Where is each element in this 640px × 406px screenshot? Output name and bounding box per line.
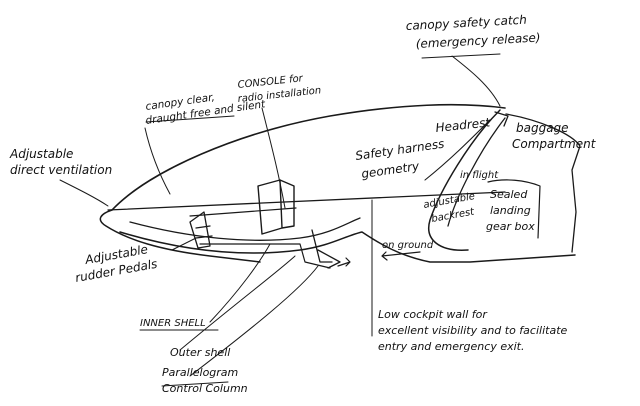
leader-parallelogram (189, 265, 319, 377)
label-canopy-catch-2: (emergency release) (415, 30, 540, 51)
gear-box (487, 179, 541, 239)
label-sealed-2: landing (490, 204, 531, 217)
outer-shell-line (119, 231, 576, 263)
leader-catch (451, 55, 501, 107)
label-parallelogram-2: Control Column (162, 382, 248, 395)
label-sealed-3: gear box (486, 220, 535, 233)
panel-top (189, 207, 297, 217)
underline-clear (145, 115, 235, 123)
control-column-shape (311, 229, 341, 269)
label-adjustable-backrest-2: backrest (431, 206, 476, 225)
canopy-outline (111, 103, 506, 211)
seat-curve (428, 109, 501, 251)
backrest-curve (447, 117, 506, 227)
label-baggage: baggage (516, 121, 569, 135)
ground-arrow (381, 251, 421, 261)
label-headrest: Headrest (435, 115, 492, 135)
inner-shell-line (129, 217, 361, 241)
headrest-mark (494, 111, 509, 127)
label-safety-harness-2: geometry (360, 159, 420, 181)
label-canopy-catch: canopy safety catch (405, 13, 527, 33)
label-on-ground: on ground (382, 240, 434, 251)
canopy-frame-line (107, 191, 506, 211)
label-safety-harness: Safety harness (354, 137, 445, 163)
label-low-cockpit-wall-3: entry and emergency exit. (378, 340, 524, 353)
label-outer-shell: Outer shell (170, 346, 230, 359)
label-adjustable-vent-2: direct ventilation (10, 163, 112, 177)
leader-rudder (171, 237, 197, 251)
harness-line (424, 119, 491, 181)
label-in-flight: in flight (460, 170, 499, 181)
leader-vent (59, 179, 109, 207)
label-low-cockpit-wall: Low cockpit wall for (378, 308, 488, 321)
radio-console-box (257, 179, 295, 235)
underline-parallelogram (161, 381, 229, 387)
label-sealed: Sealed (490, 188, 528, 201)
leader-inner-shell (209, 243, 271, 323)
baggage-box (505, 113, 581, 253)
label-adjustable-vent: Adjustable (9, 147, 73, 161)
control-column-arrow (337, 257, 351, 267)
leader-console (261, 107, 286, 209)
label-low-cockpit-wall-2: excellent visibility and to facilitate (378, 324, 568, 337)
leader-canopy-clear (144, 127, 171, 195)
label-baggage-2: Compartment (512, 137, 597, 151)
underline-catch (421, 53, 501, 59)
lower-hull-line (199, 243, 331, 269)
label-parallelogram: Parallelogram (162, 366, 238, 379)
leader-outer-shell (179, 255, 296, 351)
rudder-pedal-shape (189, 211, 213, 249)
nose-outline (99, 209, 261, 263)
label-inner-shell: INNER SHELL (140, 318, 206, 329)
